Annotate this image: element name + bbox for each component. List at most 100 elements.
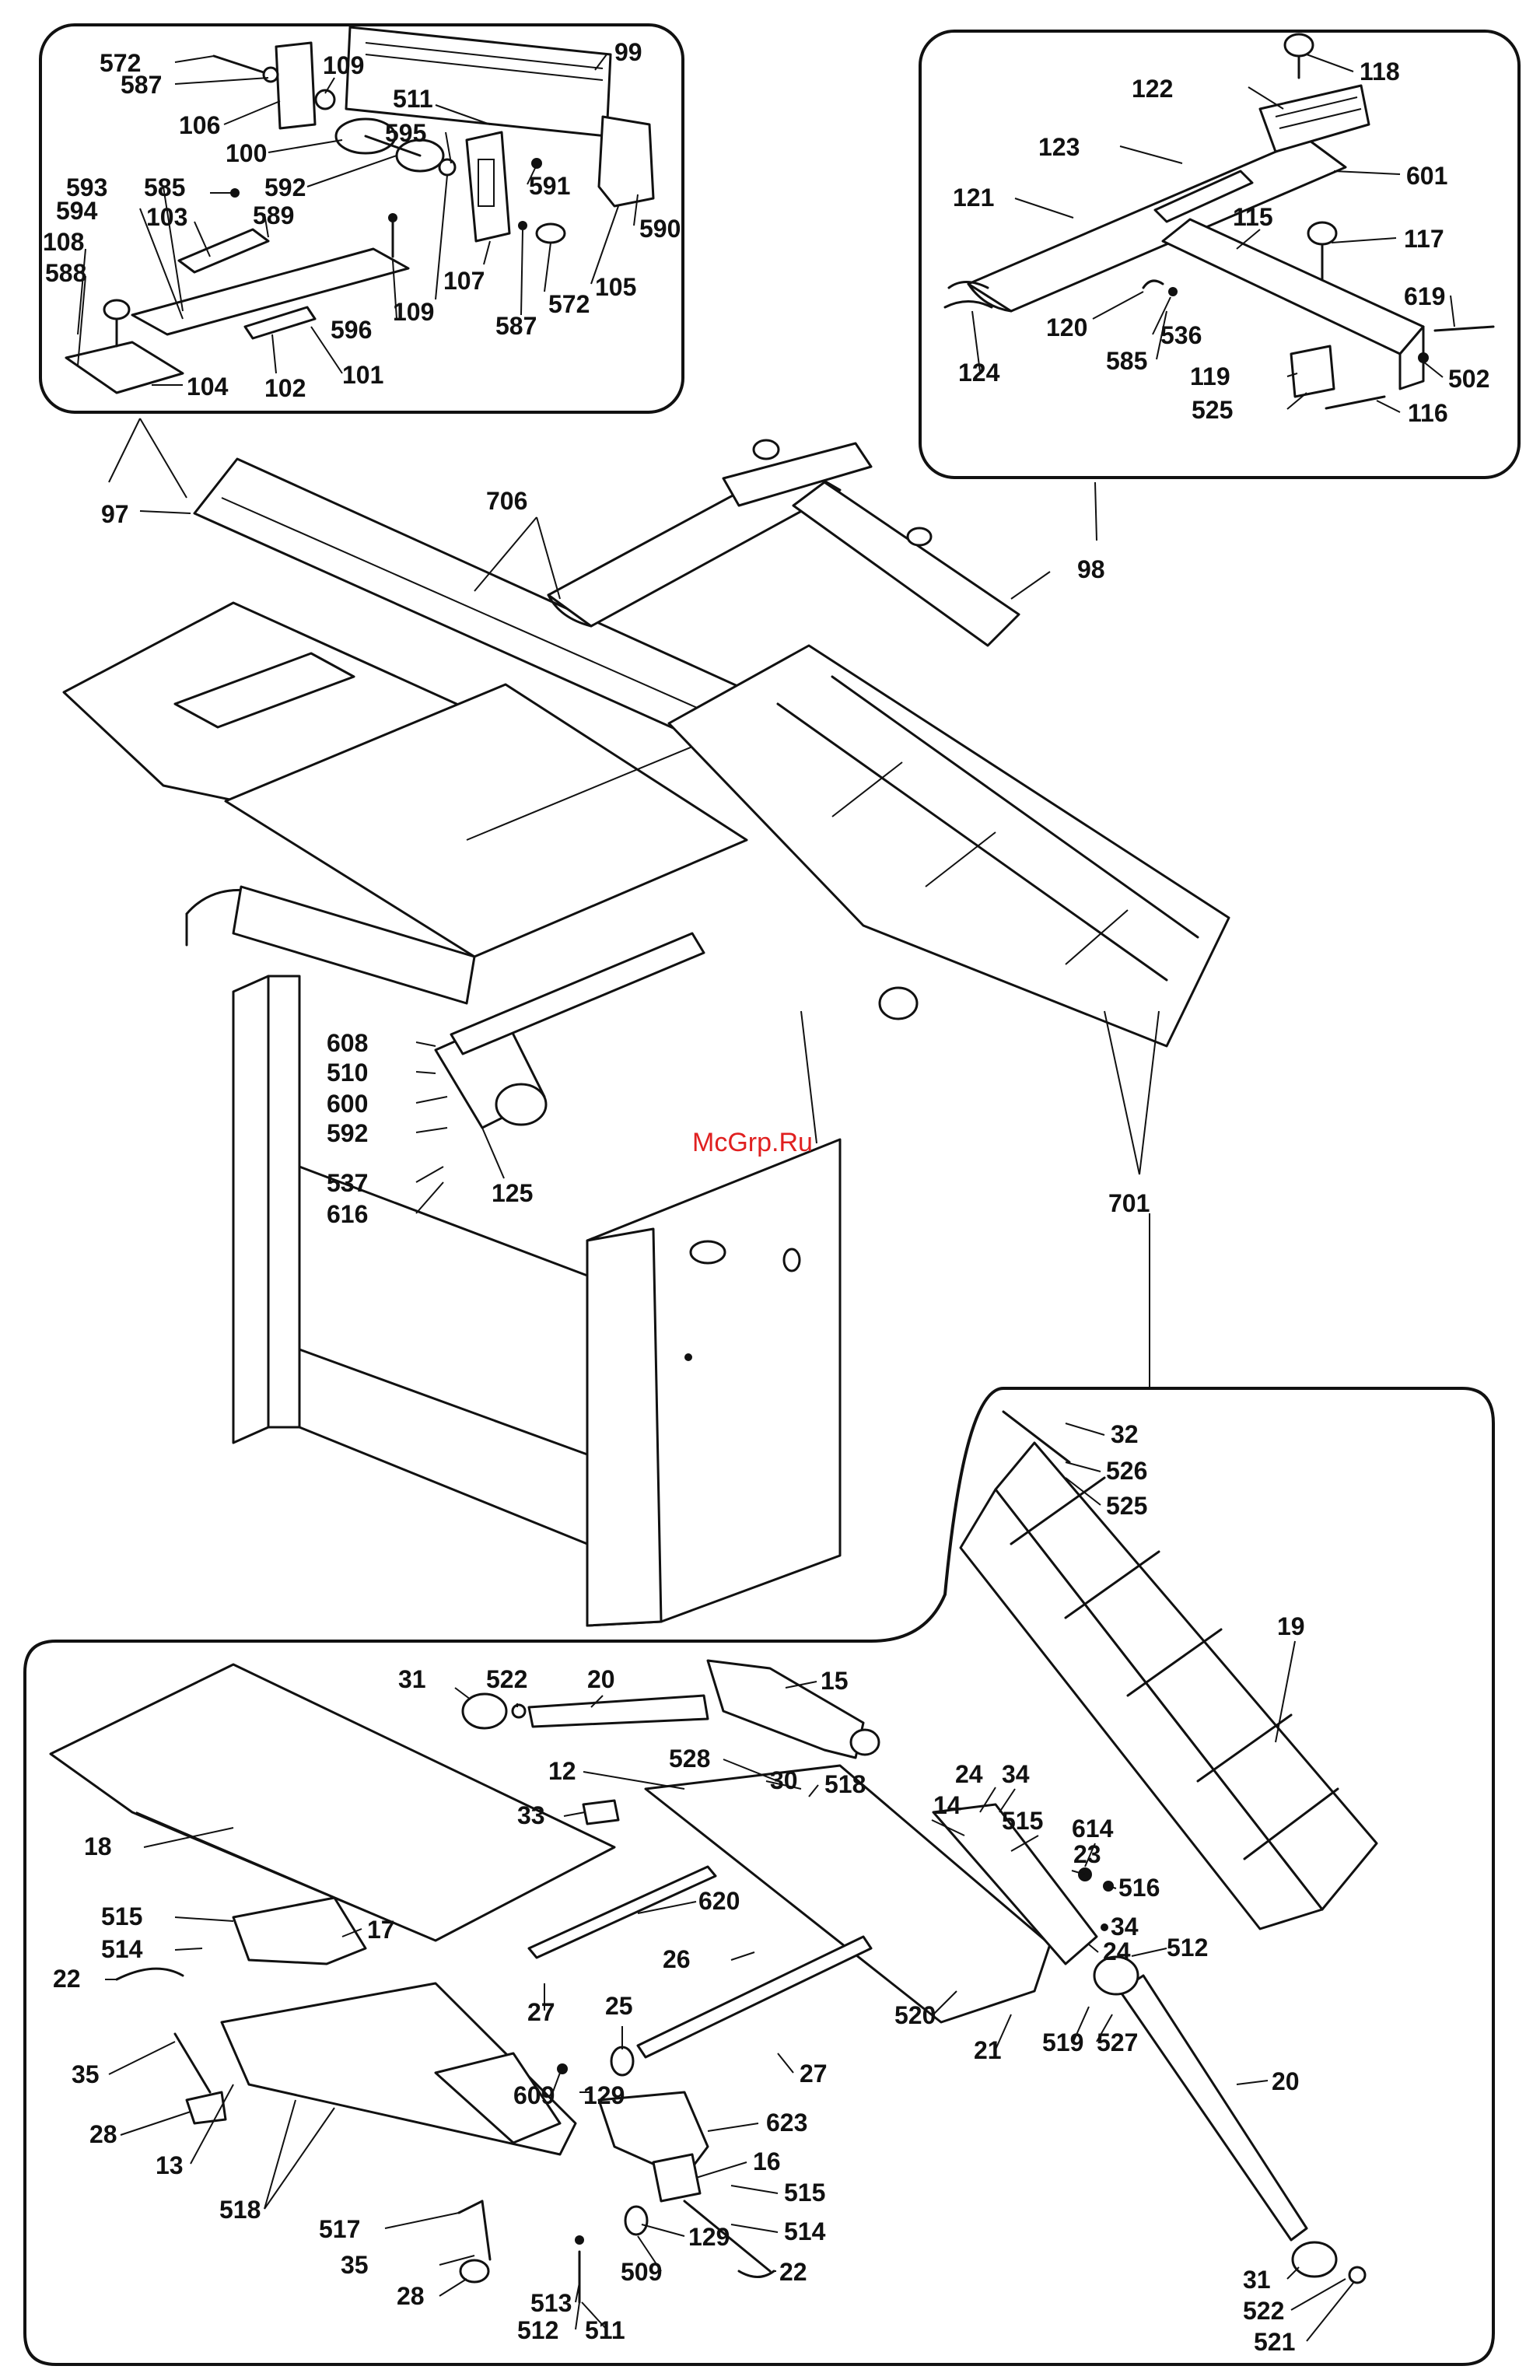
- label-125: 125: [492, 1179, 533, 1207]
- label-23: 23: [1073, 1840, 1101, 1868]
- label-592b: 592: [327, 1119, 368, 1147]
- label-98: 98: [1077, 555, 1105, 583]
- label-129b: 129: [688, 2223, 730, 2251]
- part-122-head: [1258, 84, 1370, 153]
- label-20b: 20: [1272, 2067, 1300, 2095]
- label-518b: 518: [219, 2196, 261, 2224]
- label-609: 609: [513, 2081, 555, 2109]
- label-522b: 522: [1243, 2297, 1284, 2325]
- label-588: 588: [45, 259, 86, 287]
- part-15-bracket: [706, 1659, 865, 1759]
- label-124: 124: [958, 359, 1000, 387]
- label-511b: 511: [585, 2316, 625, 2344]
- label-510: 510: [327, 1059, 368, 1087]
- label-522: 522: [486, 1665, 527, 1693]
- detail-box-97: [39, 23, 684, 414]
- handwheel-icon: [878, 986, 919, 1020]
- label-16: 16: [753, 2147, 781, 2175]
- label-596: 596: [331, 316, 372, 344]
- label-513: 513: [530, 2289, 572, 2317]
- label-28a: 28: [89, 2120, 117, 2148]
- label-123: 123: [1038, 133, 1080, 161]
- stand-left-post: [232, 975, 270, 1444]
- knob-118-icon: [1283, 33, 1314, 58]
- label-589: 589: [253, 201, 294, 229]
- label-119: 119: [1190, 362, 1230, 390]
- label-102: 102: [264, 374, 306, 402]
- label-594: 594: [56, 197, 98, 225]
- label-585: 585: [144, 173, 185, 201]
- label-31: 31: [398, 1665, 426, 1693]
- label-27b: 27: [800, 2060, 828, 2088]
- label-35b: 35: [341, 2251, 369, 2279]
- part-labels: 572 587 106 109 99 100 511 595 593 585 5…: [43, 38, 1489, 2356]
- label-536: 536: [1160, 321, 1202, 349]
- label-619: 619: [1404, 282, 1445, 310]
- label-518a: 518: [824, 1770, 866, 1798]
- label-129a: 129: [583, 2081, 625, 2109]
- label-623: 623: [766, 2109, 807, 2137]
- outfeed-table-701: [667, 644, 1230, 1048]
- label-526: 526: [1106, 1457, 1147, 1485]
- part-590-bracket: [597, 115, 655, 208]
- detail-box-bottom-frame: [23, 1387, 1495, 2366]
- label-528: 528: [669, 1745, 710, 1773]
- label-22b: 22: [779, 2258, 807, 2286]
- label-595: 595: [385, 119, 426, 147]
- part-20b-screw: [1118, 1974, 1308, 2242]
- watermark: McGrp.Ru: [692, 1128, 813, 1157]
- label-706: 706: [486, 487, 527, 515]
- label-516: 516: [1118, 1874, 1160, 1902]
- part-18-table: [49, 1663, 616, 1942]
- label-25: 25: [605, 1992, 633, 2020]
- label-590: 590: [639, 215, 681, 243]
- part-101-slide: [243, 306, 317, 340]
- main-machine: [62, 439, 1230, 1627]
- label-34a: 34: [1002, 1760, 1030, 1788]
- label-33: 33: [517, 1801, 545, 1829]
- label-26: 26: [663, 1945, 691, 1973]
- handwheel-31-icon: [461, 1692, 508, 1730]
- label-24b: 24: [1103, 1937, 1131, 1965]
- guard-arm-98: [792, 481, 1020, 647]
- label-587b: 587: [495, 312, 537, 340]
- label-587: 587: [121, 71, 162, 99]
- part-107-plate: [465, 131, 511, 243]
- label-106: 106: [179, 111, 220, 139]
- label-97: 97: [101, 500, 129, 528]
- part-103-table-plate: [131, 247, 410, 336]
- label-512b: 512: [517, 2316, 558, 2344]
- knob-icon: [103, 299, 131, 320]
- label-27a: 27: [527, 1998, 555, 2026]
- label-572b: 572: [548, 290, 590, 318]
- part-104-base: [65, 341, 184, 394]
- label-117: 117: [1404, 225, 1444, 253]
- part-12-frame: [644, 1764, 1052, 2024]
- label-19: 19: [1277, 1612, 1305, 1640]
- part-16-block: [652, 2153, 702, 2203]
- part-17-block: [232, 1896, 367, 1965]
- label-120: 120: [1046, 313, 1087, 341]
- label-600: 600: [327, 1090, 368, 1118]
- label-20: 20: [587, 1665, 615, 1693]
- part-26-rod: [636, 1935, 873, 2059]
- label-109: 109: [323, 51, 364, 79]
- label-14: 14: [933, 1791, 961, 1819]
- label-525b: 525: [1106, 1492, 1147, 1520]
- label-525: 525: [1192, 396, 1233, 424]
- label-17: 17: [367, 1916, 395, 1944]
- label-22a: 22: [53, 1965, 81, 1993]
- label-121: 121: [953, 184, 994, 212]
- label-514b: 514: [784, 2217, 826, 2245]
- label-585b: 585: [1106, 347, 1147, 375]
- label-517: 517: [319, 2215, 360, 2243]
- label-592: 592: [264, 173, 306, 201]
- label-28b: 28: [397, 2282, 425, 2310]
- label-701: 701: [1108, 1189, 1150, 1217]
- label-12: 12: [548, 1757, 576, 1785]
- part-19-table: [994, 1441, 1378, 1911]
- label-30: 30: [770, 1766, 798, 1794]
- label-521: 521: [1254, 2328, 1295, 2356]
- label-15: 15: [821, 1667, 849, 1695]
